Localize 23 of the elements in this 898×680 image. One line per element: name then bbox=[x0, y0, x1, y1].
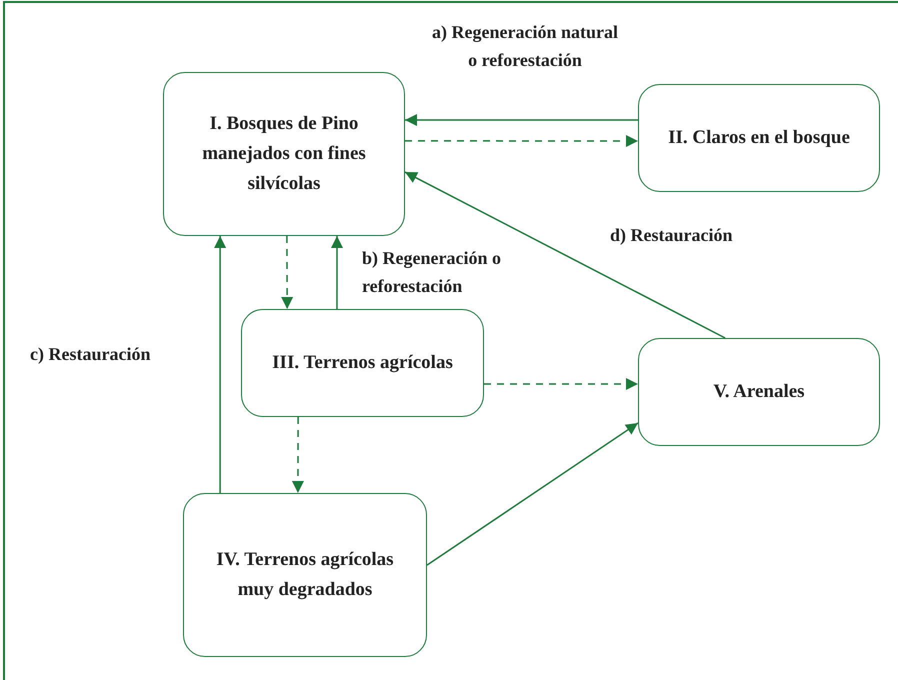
rounded-box bbox=[638, 84, 880, 192]
rounded-box bbox=[183, 493, 427, 657]
arrow bbox=[405, 114, 638, 126]
edge-label: d) Restauración bbox=[610, 224, 734, 247]
rounded-box bbox=[638, 338, 880, 446]
arrow bbox=[426, 422, 638, 566]
node-text: I. Bosques de Pino manejados con fines silvícolas bbox=[201, 112, 367, 196]
edge-label: b) Regeneración o reforestación bbox=[362, 247, 502, 298]
arrow bbox=[484, 378, 638, 390]
node-text: V. Arenales bbox=[713, 380, 805, 404]
edge-label: a) Regeneración natural o reforestación bbox=[431, 21, 619, 72]
arrow bbox=[281, 236, 294, 309]
arrow bbox=[292, 417, 304, 493]
node-text: III. Terrenos agrícolas bbox=[272, 351, 453, 375]
arrow bbox=[404, 171, 726, 339]
rounded-box bbox=[241, 309, 484, 417]
node-text: II. Claros en el bosque bbox=[668, 126, 850, 150]
arrow bbox=[331, 236, 343, 309]
arrow bbox=[214, 236, 226, 493]
arrow bbox=[405, 135, 638, 148]
node-text: IV. Terrenos agrícolas muy degradados bbox=[215, 548, 395, 602]
edge-label: c) Restauración bbox=[30, 343, 152, 366]
rounded-box bbox=[163, 72, 405, 236]
